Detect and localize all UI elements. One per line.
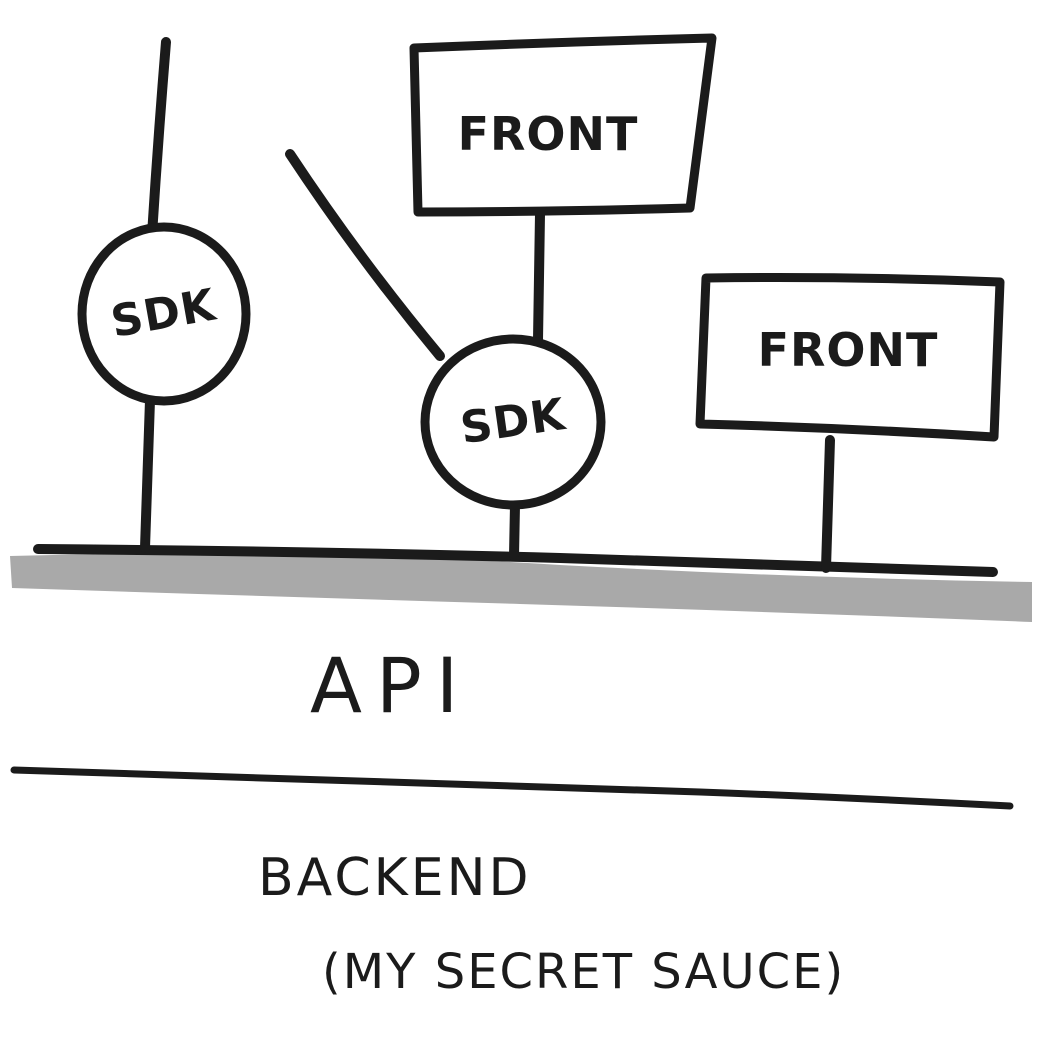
front-box-top-label: FRONT — [458, 107, 639, 161]
sdk-node-center: SDK — [420, 334, 606, 510]
front-box-top: FRONT — [409, 33, 717, 217]
front-box-right: FRONT — [695, 273, 1005, 442]
backend-divider-line — [10, 766, 1014, 810]
connector-diagonal — [285, 149, 445, 361]
backend-label: BACKEND — [258, 848, 532, 908]
connector-center-bottom — [509, 500, 520, 561]
sdk-node-left: SDK — [77, 222, 251, 406]
api-bus-line — [33, 544, 998, 577]
backend-sublabel: (MY SECRET SAUCE) — [322, 944, 845, 1000]
connector-left-bottom — [140, 395, 155, 553]
front-box-right-label: FRONT — [758, 323, 939, 377]
api-band — [10, 553, 1032, 622]
connector-front-top — [533, 209, 545, 345]
connector-left-top — [147, 37, 171, 240]
connector-front-right — [821, 435, 835, 573]
api-label: API — [310, 641, 472, 730]
